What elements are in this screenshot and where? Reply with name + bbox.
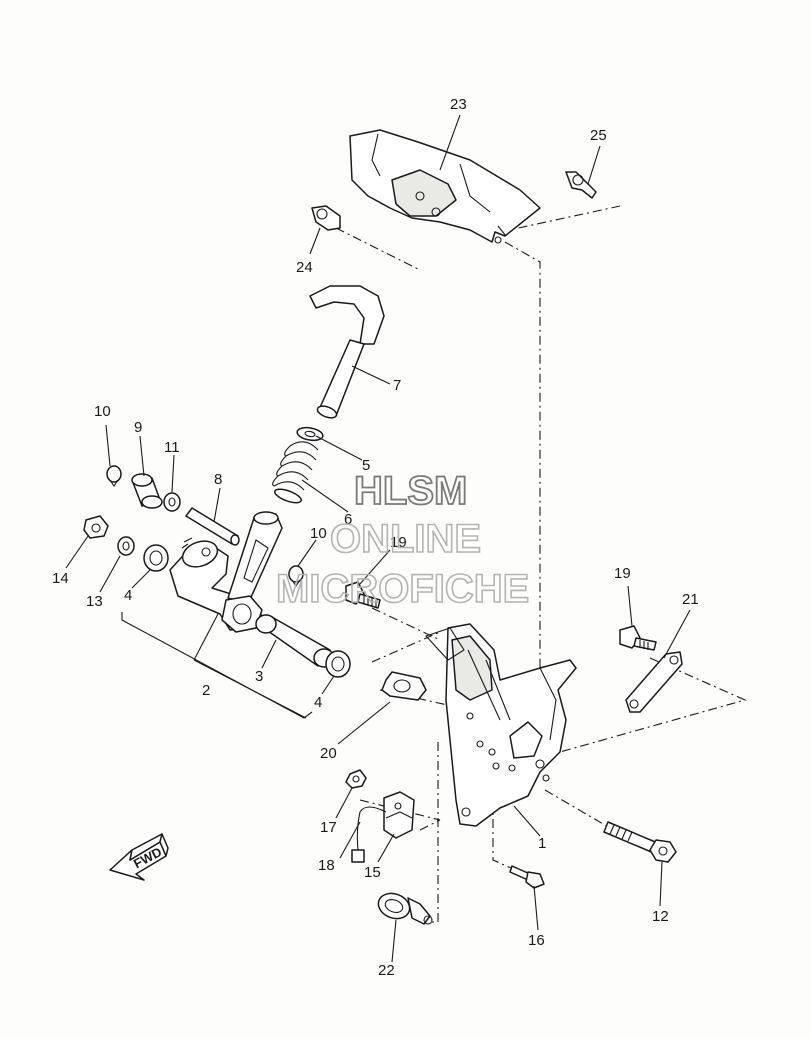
alignment-lines (335, 205, 747, 923)
watermark-line3: MICROFICHE (276, 567, 529, 611)
part-24-clip[interactable] (311, 205, 341, 231)
callout-18[interactable]: 18 (318, 857, 335, 874)
leader-lines (65, 114, 691, 963)
callout-1[interactable]: 1 (538, 835, 546, 852)
part-4-bushing-right[interactable] (325, 650, 351, 678)
callout-labels: 23 25 24 7 10 9 11 5 8 6 10 19 14 13 4 1… (52, 96, 699, 979)
part-1-bracket[interactable] (425, 623, 577, 827)
callout-25[interactable]: 25 (590, 127, 607, 144)
callout-3[interactable]: 3 (255, 668, 263, 685)
callout-4-right[interactable]: 4 (314, 694, 322, 711)
callout-19-right[interactable]: 19 (614, 565, 631, 582)
part-8-pin[interactable] (185, 507, 240, 546)
callout-4-left[interactable]: 4 (124, 587, 132, 604)
part-4-bushing-left[interactable] (143, 544, 169, 572)
part-6-spring[interactable] (272, 441, 319, 506)
callout-13[interactable]: 13 (86, 593, 103, 610)
part-12-bolt[interactable] (603, 821, 677, 863)
fwd-arrow-icon: FWD (109, 833, 169, 881)
part-15-switch[interactable] (383, 791, 415, 839)
callout-6[interactable]: 6 (344, 511, 352, 528)
callout-16[interactable]: 16 (528, 932, 545, 949)
watermark-line2: ONLINE (330, 517, 481, 561)
watermark: HLSM ONLINE MICROFICHE (275, 468, 530, 612)
callout-2[interactable]: 2 (202, 682, 210, 699)
part-21-link[interactable] (625, 651, 683, 713)
callout-10-upper[interactable]: 10 (94, 403, 111, 420)
part-9-collar[interactable] (131, 473, 163, 509)
callout-12[interactable]: 12 (652, 908, 669, 925)
callout-20[interactable]: 20 (320, 745, 337, 762)
part-14-nut[interactable] (83, 515, 109, 539)
part-19-bolt-left[interactable] (345, 581, 381, 609)
callout-23[interactable]: 23 (450, 96, 467, 113)
callout-24[interactable]: 24 (296, 259, 313, 276)
part-10-eclip-upper[interactable] (106, 465, 122, 487)
callout-21[interactable]: 21 (682, 591, 699, 608)
callout-19-left[interactable]: 19 (390, 534, 407, 551)
part-16-screw[interactable] (509, 865, 545, 889)
part-25-clip[interactable] (565, 171, 597, 199)
part-22-clamp[interactable] (375, 889, 433, 925)
callout-15[interactable]: 15 (364, 864, 381, 881)
callout-14[interactable]: 14 (52, 570, 69, 587)
part-23-cover[interactable] (349, 129, 541, 244)
callout-17[interactable]: 17 (320, 819, 337, 836)
callout-8[interactable]: 8 (214, 471, 222, 488)
part-18-wire[interactable] (351, 806, 387, 863)
part-19-bolt-right[interactable] (619, 625, 657, 651)
callout-11[interactable]: 11 (164, 439, 180, 456)
part-13-washer[interactable] (117, 536, 135, 556)
callout-10-lower[interactable]: 10 (310, 525, 327, 542)
callout-9[interactable]: 9 (134, 419, 142, 436)
part-3-collar[interactable] (255, 614, 335, 668)
callout-22[interactable]: 22 (378, 962, 395, 979)
part-5-washer[interactable] (296, 426, 324, 442)
part-2-shift-shaft[interactable] (169, 511, 283, 633)
part-11-washer[interactable] (163, 492, 181, 512)
part-7-lever[interactable] (309, 285, 385, 420)
watermark-line1: HLSM (354, 469, 467, 513)
callout-7[interactable]: 7 (393, 377, 401, 394)
part-17-nut[interactable] (345, 769, 367, 789)
callout-5[interactable]: 5 (362, 457, 370, 474)
part-20-bracket[interactable] (381, 671, 427, 701)
part-10-eclip-lower[interactable] (288, 565, 304, 587)
